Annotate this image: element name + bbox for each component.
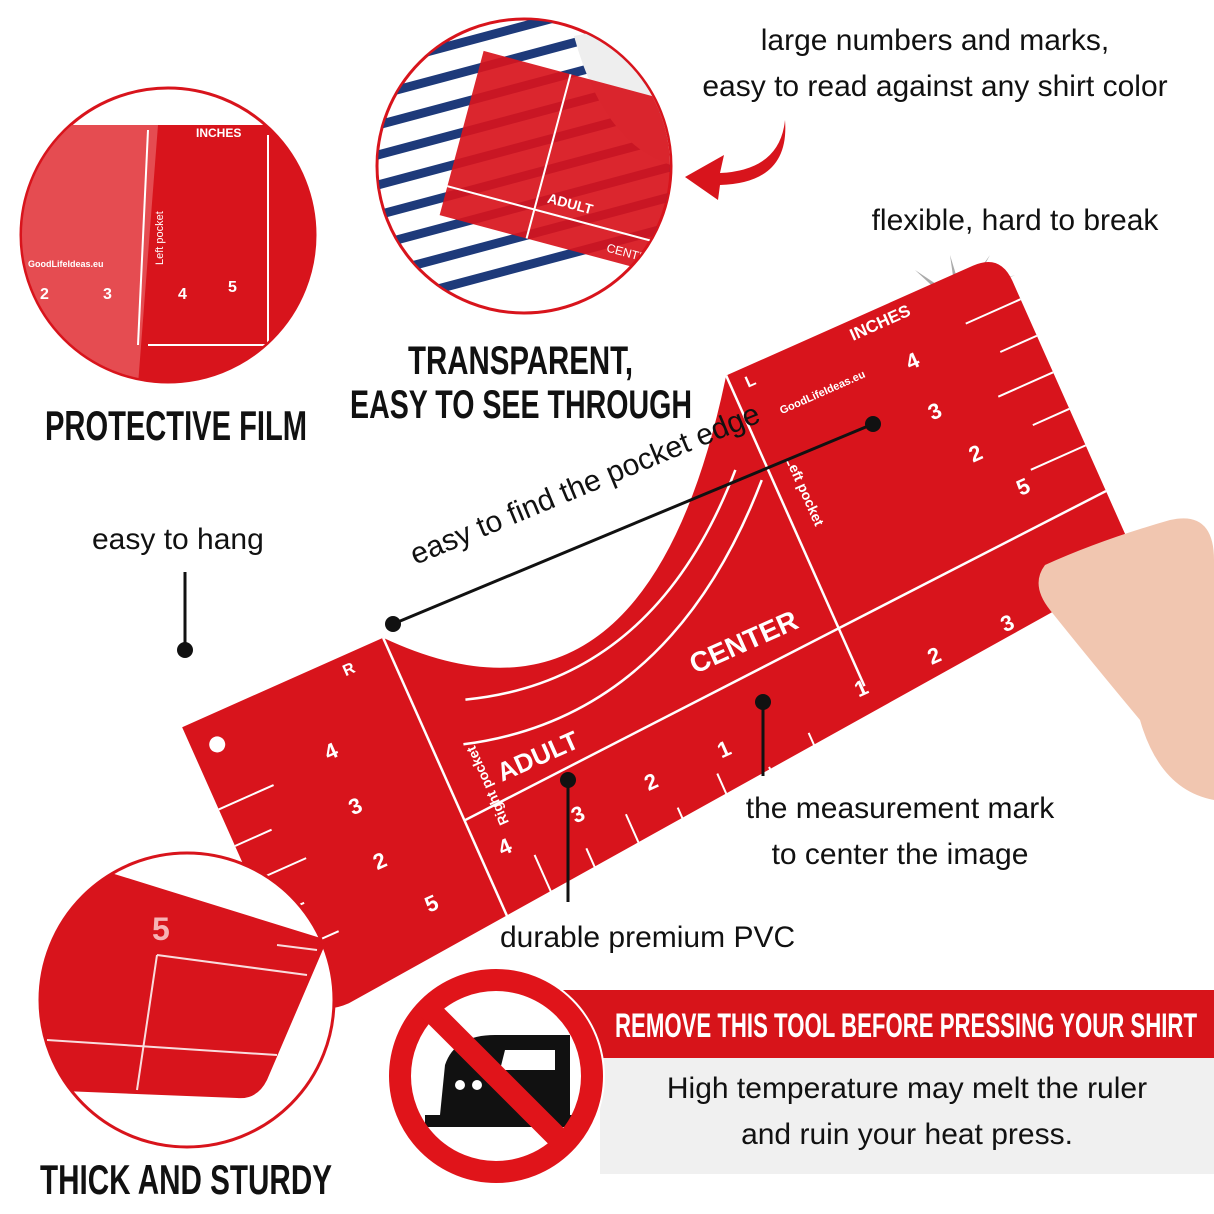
film-brand: GoodLifeIdeas.eu: [28, 259, 104, 269]
note-measurement-2: to center the image: [771, 838, 1029, 871]
warning-line-1: High temperature may melt the ruler: [666, 1072, 1148, 1105]
note-measurement-1: the measurement mark: [745, 792, 1055, 825]
film-pocket: Left pocket: [154, 211, 166, 265]
warning-line-2: and ruin your heat press.: [741, 1118, 1073, 1151]
caption-transparent-1: TRANSPARENT,: [408, 339, 633, 383]
film-number: 3: [103, 286, 112, 303]
no-iron-icon: [387, 967, 605, 1185]
note-hang: easy to hang: [92, 523, 264, 556]
warning-box: High temperature may melt the ruler and …: [600, 1058, 1214, 1174]
caption-protective-film: PROTECTIVE FILM: [45, 402, 307, 449]
film-number: 4: [178, 286, 187, 303]
caption-transparent-2: EASY TO SEE THROUGH: [350, 383, 692, 427]
film-number: 5: [228, 279, 237, 296]
caption-transparent-1-wrap: TRANSPARENT,: [408, 339, 633, 383]
caption-thick-wrap: THICK AND STURDY: [40, 1156, 332, 1203]
hang-hole: [209, 736, 226, 753]
caption-protective-film-wrap: PROTECTIVE FILM: [45, 402, 307, 449]
thick-number: 5: [152, 911, 170, 947]
hand: [1038, 518, 1214, 800]
pointer-lines: [183, 422, 874, 902]
note-pvc: durable premium PVC: [500, 921, 796, 954]
ruler-body: [182, 262, 1139, 1009]
note-large-numbers-2: easy to read against any shirt color: [702, 70, 1168, 103]
caption-thick: THICK AND STURDY: [40, 1156, 332, 1203]
warning-title: REMOVE THIS TOOL BEFORE PRESSING YOUR SH…: [615, 1007, 1197, 1045]
warning-banner: REMOVE THIS TOOL BEFORE PRESSING YOUR SH…: [560, 990, 1214, 1058]
transparent-circle: ADULT CENTER: [375, 17, 673, 315]
curved-arrow-icon: [685, 120, 786, 200]
film-inches: INCHES: [196, 126, 241, 140]
caption-transparent-2-wrap: EASY TO SEE THROUGH: [350, 383, 692, 427]
film-number: 2: [40, 286, 49, 303]
note-large-numbers-1: large numbers and marks,: [760, 24, 1110, 57]
warning-title-wrap: REMOVE THIS TOOL BEFORE PRESSING YOUR SH…: [615, 1007, 1197, 1045]
pointer-dots: [177, 416, 881, 788]
protective-film-circle: INCHES GoodLifeIdeas.eu Left pocket 2 3 …: [19, 86, 317, 384]
note-flexible: flexible, hard to break: [871, 204, 1159, 237]
thick-circle: 5: [38, 851, 336, 1149]
